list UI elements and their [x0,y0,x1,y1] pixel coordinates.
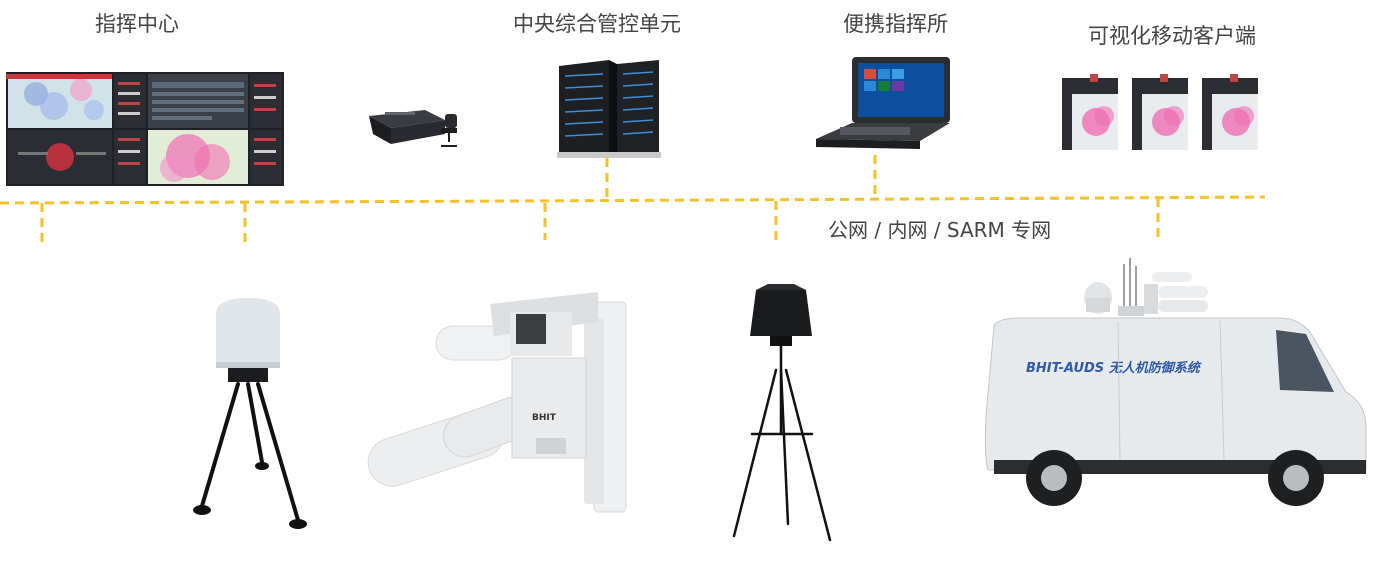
phone-1 [1062,74,1118,150]
device-brand: BHIT [532,413,557,423]
console-desk-icon [369,110,457,147]
map-screen-2 [148,130,248,184]
roof-equipment [1084,258,1208,316]
office-chair-icon [441,114,457,147]
network-bus-line [0,195,1266,205]
network-label: 公网 / 内网 / SARM 专网 [828,218,1052,242]
wheel-front [1268,450,1324,506]
chart-screen [8,130,112,184]
portable-post-label: 便携指挥所 [843,12,948,36]
radar-tripod-icon [732,284,832,542]
map-screen-1 [6,74,112,128]
vehicle-text: BHIT-AUDS 无人机防御系统 [1026,360,1202,376]
mobile-client-label: 可视化移动客户端 [1088,24,1256,48]
central-unit-label: 中央综合管控单元 [513,12,681,36]
start-tiles [864,69,904,91]
sidebar-panel-2 [250,74,282,128]
sidebar-panel-3 [114,130,146,184]
table-screen [148,74,248,128]
sidebar-panel-4 [250,130,282,184]
mobile-phones-icon [1062,74,1258,150]
electronics-box: BHIT [511,357,587,459]
jammer-device-icon: BHIT [367,292,627,513]
wheel-rear [1026,450,1082,506]
phone-2 [1132,74,1188,150]
command-center-label: 指挥中心 [95,12,179,36]
camera-housing [490,292,598,356]
server-rack-icon [557,60,661,158]
defense-vehicle-icon: BHIT-AUDS 无人机防御系统 [984,258,1367,506]
radome-tripod-icon [193,298,307,529]
sidebar-panel-1 [114,74,146,128]
laptop-icon [816,57,950,149]
video-wall-screens [6,72,284,186]
phone-3 [1202,74,1258,150]
